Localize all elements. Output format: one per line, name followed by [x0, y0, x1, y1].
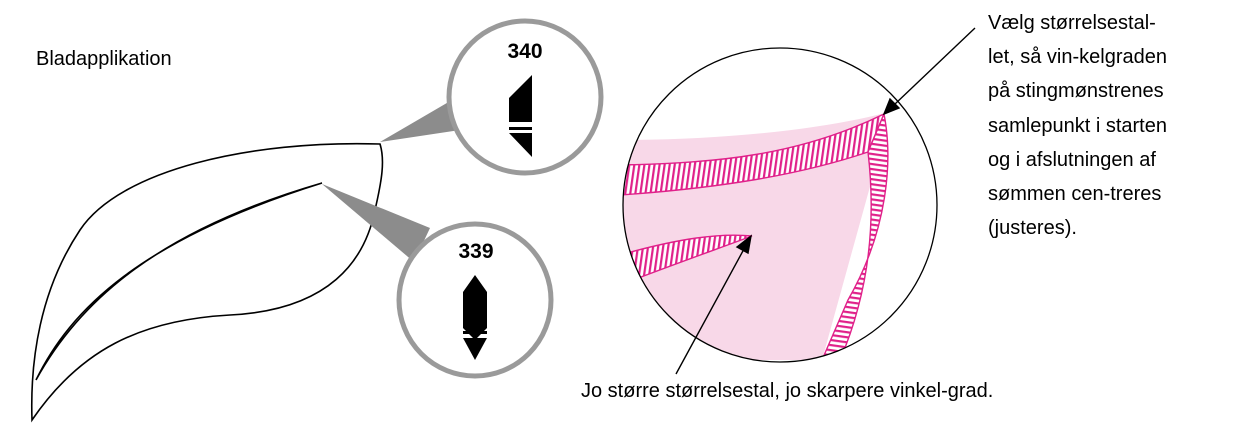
stitch-number-340: 340 — [507, 40, 543, 63]
callout-wedge-bottom — [322, 184, 430, 262]
instruction-note-right: Vælg størrelsestal- let, så vin-kelgrade… — [988, 6, 1167, 245]
callout-wedge-top — [380, 100, 460, 142]
note-line: Vælg størrelsestal- — [988, 12, 1156, 34]
satin-band-inner — [623, 234, 753, 287]
pointer-arrows — [675, 27, 976, 375]
note-line: samlepunkt i starten — [988, 114, 1167, 137]
stitch-number-339: 339 — [458, 240, 494, 263]
stitch-callout-339 — [396, 221, 554, 379]
note-line: på stingmønstrenes — [988, 80, 1164, 103]
note-line: og i afslutningen af — [988, 148, 1156, 171]
diamond-arrow-stitch-icon — [463, 275, 487, 360]
stitch-callout-340 — [446, 18, 604, 176]
half-arrow-stitch-icon — [509, 75, 532, 157]
instruction-note-bottom: Jo større størrelsestal, jo skarpere vin… — [581, 380, 994, 402]
leaf-application-caption: Bladapplikation — [36, 48, 172, 70]
leaf-outline — [30, 142, 384, 423]
note-line: let, så vin-kelgraden — [988, 46, 1167, 69]
zoom-detail — [622, 47, 938, 363]
note-line: (justeres). — [988, 217, 1077, 240]
note-line: sømmen cen-treres — [988, 183, 1162, 206]
